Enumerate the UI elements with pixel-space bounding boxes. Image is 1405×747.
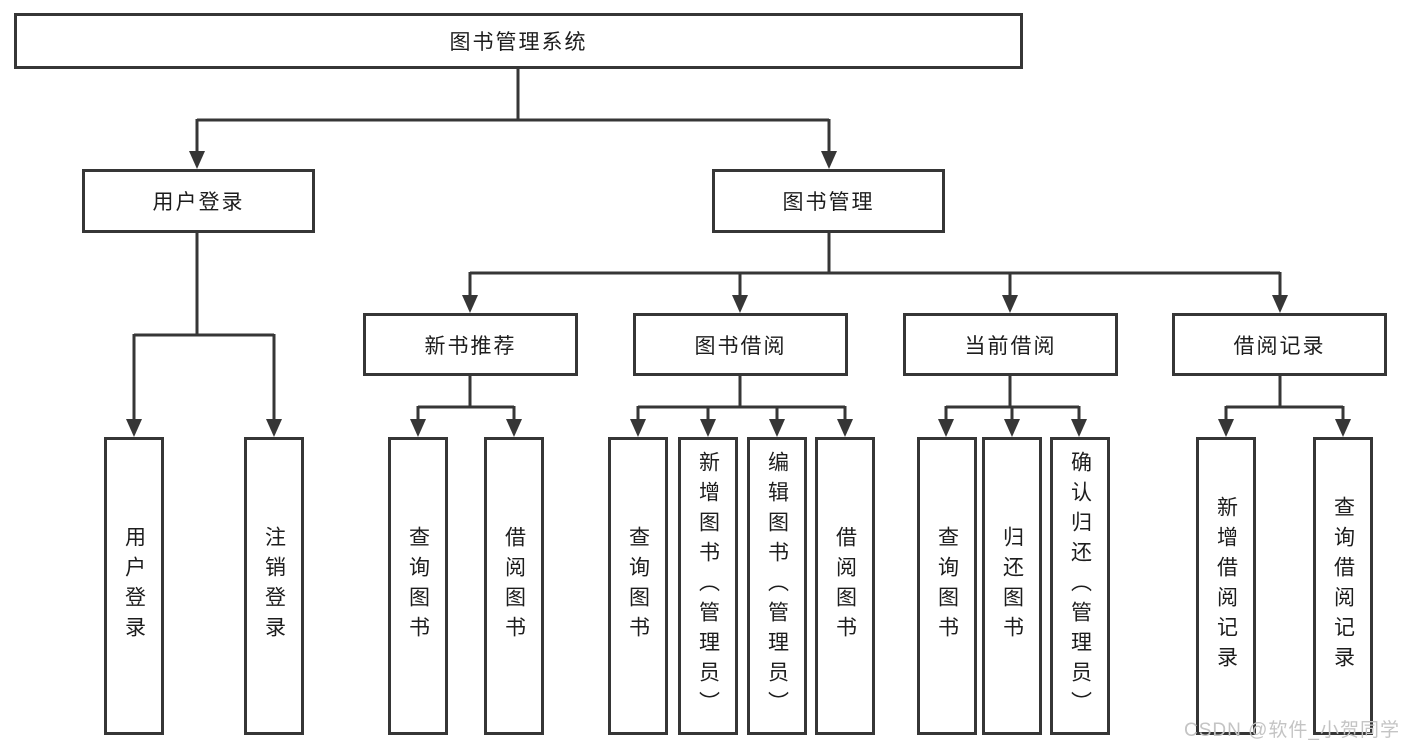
leaf-query-books-3: 查询图书 [917,437,977,735]
leaf-label: 借阅图书 [502,526,526,646]
leaf-label: 查询图书 [626,526,650,646]
leaf-label: 查询图书 [406,526,430,646]
node-label: 图书管理系统 [449,31,588,54]
node-borrowing-records: 借阅记录 [1172,313,1387,376]
leaf-borrow-books-1: 借阅图书 [484,437,544,735]
leaf-label: 编辑图书（管理员） [765,451,789,721]
leaf-edit-books-admin: 编辑图书（管理员） [747,437,807,735]
node-label: 用户登录 [152,191,245,214]
leaf-user-login: 用户登录 [104,437,164,735]
leaf-label: 用户登录 [122,526,146,646]
node-root-system: 图书管理系统 [14,13,1023,69]
leaf-label: 查询图书 [935,526,959,646]
node-label: 借阅记录 [1233,334,1326,358]
node-book-borrowing: 图书借阅 [633,313,848,376]
leaf-query-books-2: 查询图书 [608,437,668,735]
node-current-borrowing: 当前借阅 [903,313,1118,376]
leaf-logout: 注销登录 [244,437,304,735]
leaf-confirm-return-admin: 确认归还（管理员） [1050,437,1110,735]
csdn-watermark: CSDN @软件_小贺同学 [1184,720,1400,741]
node-book-management-branch: 图书管理 [712,169,945,233]
leaf-add-books-admin: 新增图书（管理员） [678,437,738,735]
leaf-label: 归还图书 [1000,526,1024,646]
leaf-label: 注销登录 [262,526,286,646]
leaf-label: 新增图书（管理员） [696,451,720,721]
leaf-borrow-books-2: 借阅图书 [815,437,875,735]
leaf-add-borrow-record: 新增借阅记录 [1196,437,1256,735]
node-label: 新书推荐 [424,334,517,358]
node-new-book-recommend: 新书推荐 [363,313,578,376]
leaf-query-books-1: 查询图书 [388,437,448,735]
leaf-label: 确认归还（管理员） [1068,451,1092,721]
leaf-label: 借阅图书 [833,526,857,646]
leaf-query-borrow-record: 查询借阅记录 [1313,437,1373,735]
leaf-label: 新增借阅记录 [1214,496,1238,676]
arrowhead-icons [126,151,1351,437]
leaf-label: 查询借阅记录 [1331,496,1355,676]
node-label: 当前借阅 [964,334,1057,358]
node-label: 图书管理 [782,191,875,214]
leaf-return-books: 归还图书 [982,437,1042,735]
node-label: 图书借阅 [694,334,787,358]
node-user-login-branch: 用户登录 [82,169,315,233]
